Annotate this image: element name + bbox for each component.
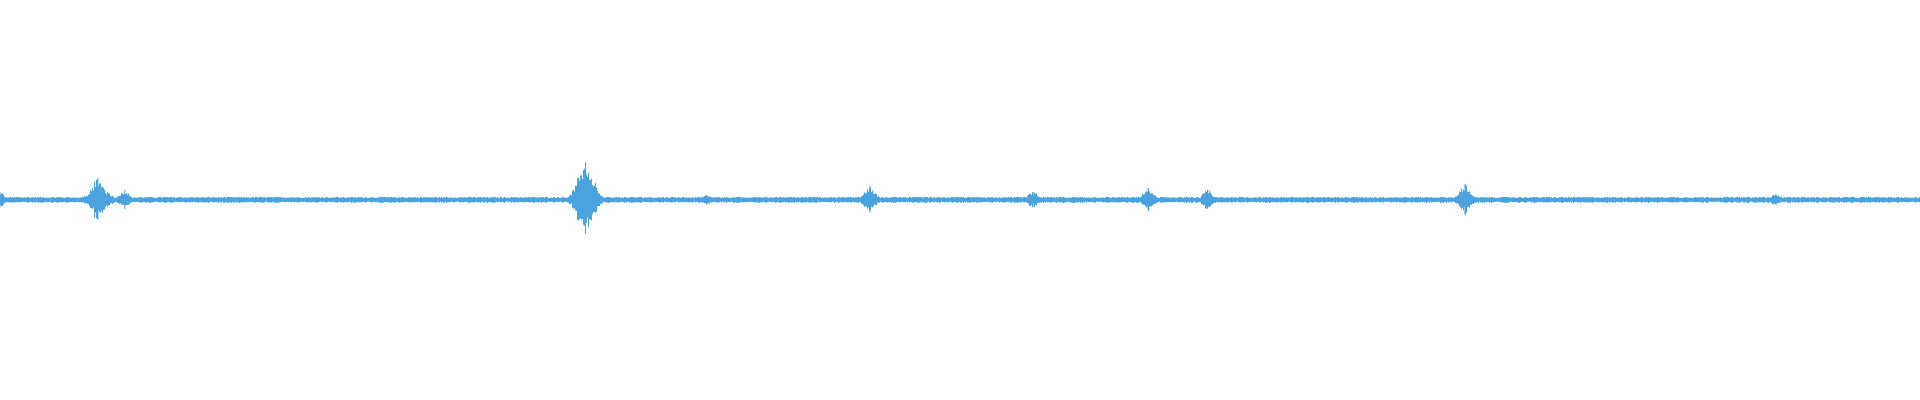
waveform-amplitude-trace <box>0 168 1920 228</box>
waveform-trace <box>0 162 1920 235</box>
